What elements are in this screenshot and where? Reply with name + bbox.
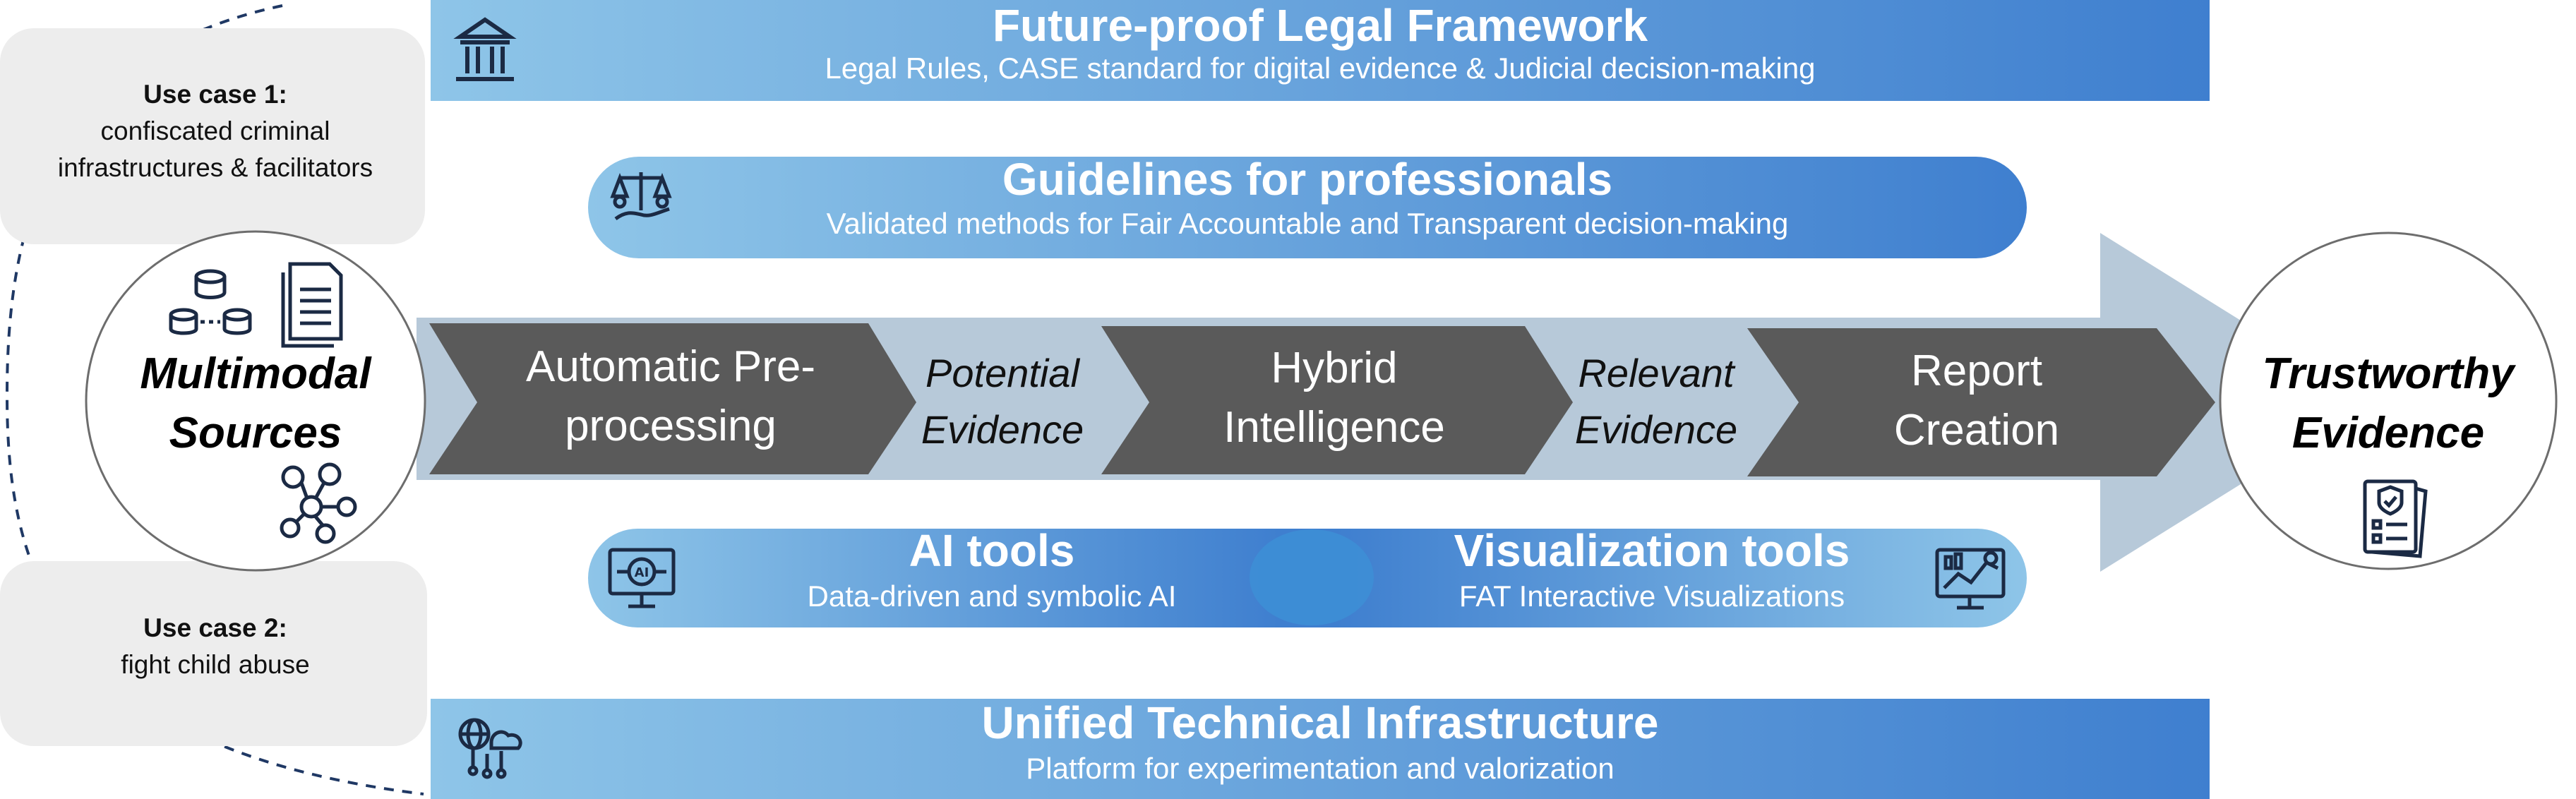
tools-band-joint xyxy=(1250,529,1374,625)
ai-tools-subtitle: Data-driven and symbolic AI xyxy=(807,579,1177,613)
use-case-1-body: confiscated criminal infrastructures & f… xyxy=(57,116,373,182)
guidelines-band xyxy=(588,157,2027,258)
use-case-2: Use case 2: fight child abuse xyxy=(7,610,424,683)
intermediate-label-relevant-evidence: Relevant Evidence xyxy=(1574,351,1738,452)
people-network-icon xyxy=(280,462,357,544)
cloud-network-icon xyxy=(458,718,522,779)
use-case-1: Use case 1: confiscated criminal infrast… xyxy=(7,76,424,186)
use-case-2-box xyxy=(0,561,427,746)
guidelines-subtitle: Validated methods for Fair Accountable a… xyxy=(826,207,1789,240)
document-icon xyxy=(281,262,343,348)
use-case-2-title: Use case 2: xyxy=(143,613,287,642)
visualization-tools-title: Visualization tools xyxy=(1454,525,1850,576)
infrastructure-band xyxy=(431,699,2210,799)
guidelines-title: Guidelines for professionals xyxy=(1002,154,1613,205)
step-chevron-1 xyxy=(429,323,916,474)
use-case-2-body: fight child abuse xyxy=(121,650,310,679)
step-label-automatic-preprocessing: Automatic Pre-processing xyxy=(525,342,816,450)
legal-framework-subtitle: Legal Rules, CASE standard for digital e… xyxy=(825,52,1816,85)
visualization-tools-subtitle: FAT Interactive Visualizations xyxy=(1458,579,1845,613)
svg-text:AI: AI xyxy=(635,565,649,580)
dashboard-chart-icon xyxy=(1935,548,2006,610)
step-chevron-3 xyxy=(1747,328,2215,476)
use-case-1-box xyxy=(0,28,425,244)
use-case-1-title: Use case 1: xyxy=(143,80,287,109)
target-label: Trustworthy Evidence xyxy=(2262,349,2515,457)
ai-tools-title: AI tools xyxy=(909,525,1075,576)
balance-scale-icon xyxy=(610,172,672,221)
legal-framework-title: Future-proof Legal Framework xyxy=(992,0,1648,51)
step-chevron-2 xyxy=(1101,326,1573,474)
intermediate-label-potential-evidence: Potential Evidence xyxy=(921,351,1084,452)
target-circle xyxy=(2219,232,2558,570)
database-cluster-icon xyxy=(169,269,252,335)
source-label: Multimodal Sources xyxy=(140,349,371,457)
legal-framework-band xyxy=(431,0,2210,101)
infrastructure-title: Unified Technical Infrastructure xyxy=(981,697,1659,748)
step-label-report-creation: Report Creation xyxy=(1893,347,2060,455)
step-label-hybrid-intelligence: Hybrid Intelligence xyxy=(1223,344,1445,452)
courthouse-icon xyxy=(453,17,517,81)
verified-checklist-icon xyxy=(2363,479,2428,558)
ai-monitor-icon: AI xyxy=(608,548,676,608)
infrastructure-subtitle: Platform for experimentation and valoriz… xyxy=(1026,752,1615,785)
